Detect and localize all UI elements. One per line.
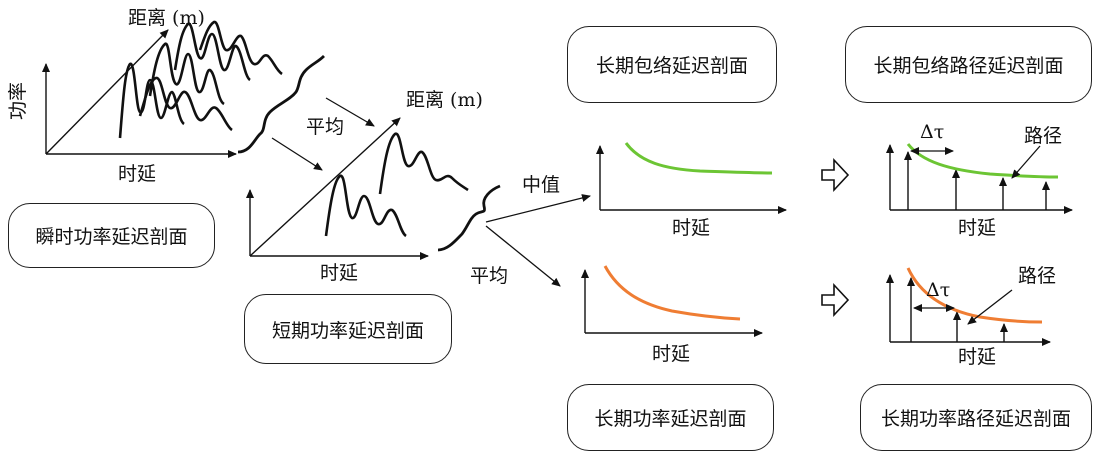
powpath-path-pointer: [967, 289, 1013, 325]
envpath-delta-label: Δτ: [920, 121, 944, 143]
instant-waveform-1: [118, 62, 185, 139]
instant-profile-box: 瞬时功率延迟剖面: [8, 203, 215, 268]
avg-arrow-to-power: [485, 225, 561, 287]
long-envelope-profile-box: 长期包络延迟剖面: [567, 26, 777, 103]
envpath-curve: [906, 143, 1059, 179]
median-arrow: [485, 194, 591, 223]
env-path-plot: [886, 143, 1073, 214]
instant-waveform-4: [138, 76, 233, 132]
short-delay-label: 时延: [320, 262, 358, 284]
instant-distance-label: 距离 (m): [128, 7, 205, 29]
avg-arrow-lower: [271, 137, 323, 171]
long-power-path-profile-box: 长期功率路径延迟剖面: [860, 384, 1092, 451]
pow-delay-label: 时延: [652, 343, 690, 365]
pow-path-plot: [886, 267, 1051, 346]
env-delay-label: 时延: [672, 217, 710, 239]
env-curve: [624, 142, 773, 175]
long-envelope-path-profile-box: 长期包络路径延迟剖面: [845, 26, 1092, 103]
short-curve-near: [324, 174, 407, 238]
env-transform-arrow: [821, 157, 850, 193]
pow-curve: [603, 265, 741, 321]
avg-arrow-upper: [325, 97, 375, 127]
short-term-profile-box: 短期功率延迟剖面: [244, 294, 452, 364]
instant-waveform-2: [148, 42, 225, 106]
long-power-profile-box: 长期功率延迟剖面: [567, 384, 774, 451]
instant-waveform-5: [198, 20, 283, 76]
avg-bottom-label: 平均: [470, 265, 508, 287]
instant-waveform-3: [173, 22, 251, 82]
envpath-path-label: 路径: [1024, 125, 1062, 147]
pow-transform-arrow: [821, 282, 850, 318]
envpath-delay-label: 时延: [958, 217, 996, 239]
powpath-path-label: 路径: [1018, 265, 1056, 287]
instant-distance-axis: [45, 29, 169, 155]
instant-avg-brace: [237, 54, 325, 154]
powpath-delay-label: 时延: [958, 346, 996, 368]
short-distance-label: 距离 (m): [406, 89, 483, 111]
median-label: 中值: [522, 174, 560, 196]
instant-delay-label: 时延: [118, 163, 156, 185]
short-distance-axis: [249, 117, 401, 257]
avg-top-label: 平均: [306, 116, 344, 138]
long-envelope-plot: [596, 142, 787, 214]
short-curve-far: [378, 132, 469, 195]
envpath-path-pointer: [1011, 145, 1041, 179]
short-term-profile-plot: [246, 117, 501, 260]
short-avg-brace: [437, 184, 501, 252]
powpath-curve: [906, 267, 1043, 324]
long-power-plot: [581, 265, 763, 337]
instant-profile-plot: [42, 20, 325, 158]
power-axis-label: 功率: [7, 82, 29, 120]
powpath-delta-label: Δτ: [926, 279, 950, 301]
